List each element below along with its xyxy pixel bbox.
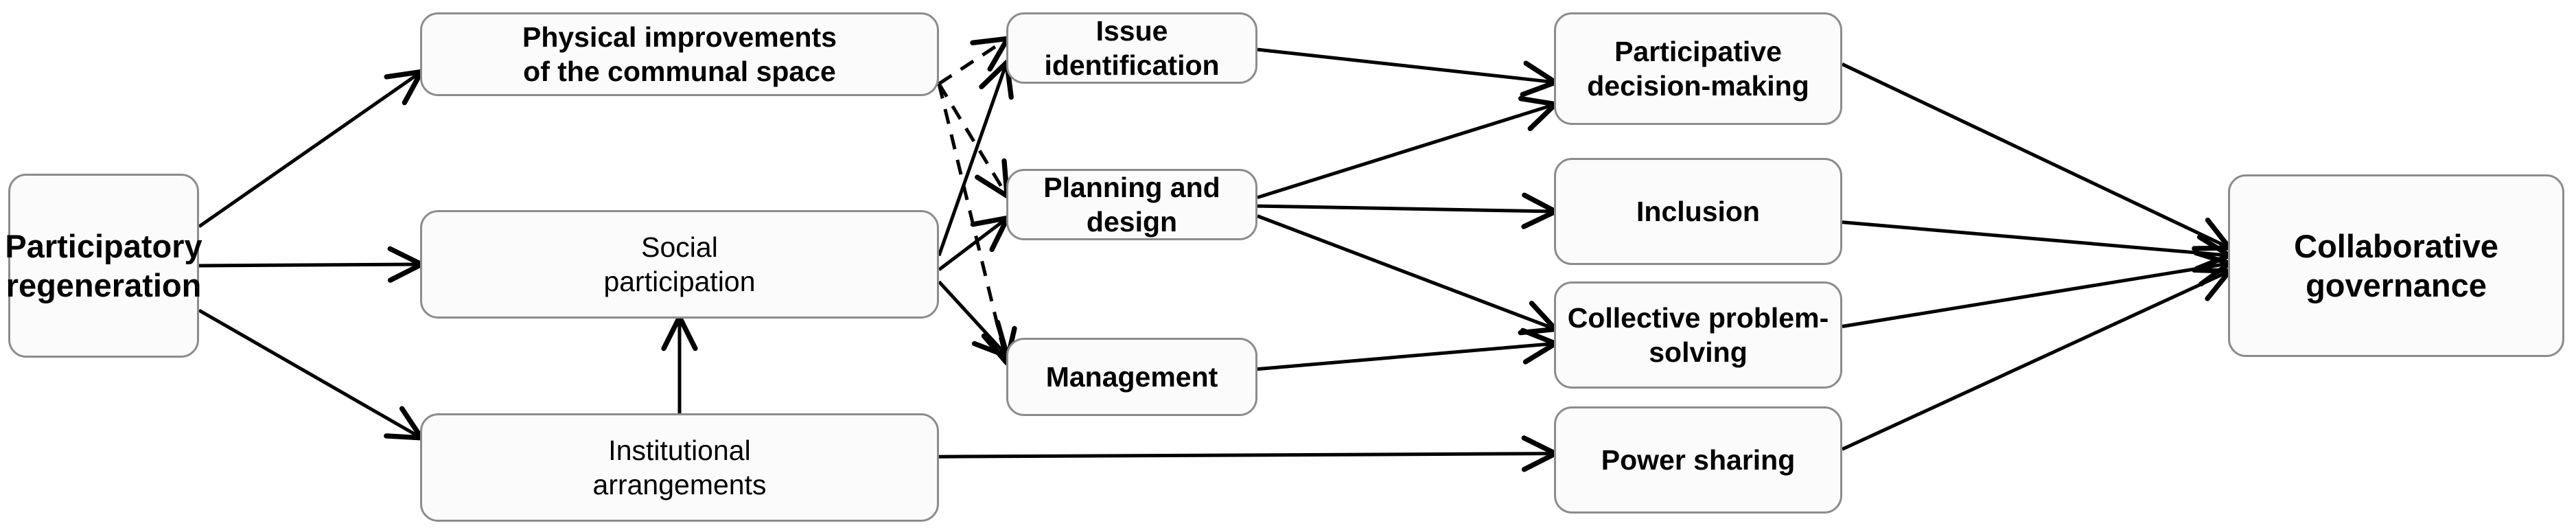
edge-issue-identification-to-participative-decision-making xyxy=(1257,47,1558,97)
edge-planning-and-design-to-inclusion xyxy=(1257,192,1558,229)
edge-social-participation-to-planning-and-design xyxy=(938,215,1010,271)
edge-management-to-collective-problem-solving xyxy=(1257,327,1558,371)
edge-power-sharing-to-collaborative-governance xyxy=(1841,267,2232,451)
edge-participatory-regeneration-to-physical-improvements xyxy=(198,69,424,229)
edge-participative-decision-making-to-collaborative-governance xyxy=(1841,62,2232,251)
edge-planning-and-design-to-collective-problem-solving xyxy=(1257,214,1558,336)
node-institutional-arrangements[interactable]: Institutional arrangements xyxy=(420,413,939,522)
node-label: Participatory regeneration xyxy=(5,227,202,303)
node-management[interactable]: Management xyxy=(1006,338,1257,416)
edge-participatory-regeneration-to-institutional-arrangements xyxy=(198,308,424,441)
edge-collective-problem-solving-to-collaborative-governance xyxy=(1842,250,2232,328)
edge-inclusion-to-collaborative-governance xyxy=(1842,220,2232,271)
node-label: Institutional arrangements xyxy=(592,434,767,500)
node-label: Participative decision-making xyxy=(1587,35,1809,102)
edge-participatory-regeneration-to-social-participation xyxy=(198,246,424,283)
node-issue-identification[interactable]: Issue identification xyxy=(1006,12,1257,84)
node-physical-improvements[interactable]: Physical improvements of the communal sp… xyxy=(420,12,939,96)
node-label: Management xyxy=(1045,360,1218,393)
edge-physical-improvements-to-management xyxy=(937,83,1017,366)
edge-physical-improvements-to-issue-identification xyxy=(938,36,1010,86)
node-label: Issue identification xyxy=(1044,14,1220,81)
edge-social-participation-to-issue-identification xyxy=(937,60,1014,257)
node-label: Physical improvements of the communal sp… xyxy=(522,21,837,87)
node-power-sharing[interactable]: Power sharing xyxy=(1554,406,1842,514)
node-label: Collective problem-solving xyxy=(1567,301,1829,368)
node-social-participation[interactable]: Social participation xyxy=(420,210,939,319)
node-collective-problem-solving[interactable]: Collective problem-solving xyxy=(1554,281,1842,389)
edge-institutional-arrangements-to-power-sharing xyxy=(938,435,1558,472)
node-participatory-regeneration[interactable]: Participatory regeneration xyxy=(5,174,202,358)
node-collaborative-governance[interactable]: Collaborative governance xyxy=(2228,174,2564,357)
edge-physical-improvements-to-planning-and-design xyxy=(937,82,1010,199)
node-participative-decision-making[interactable]: Participative decision-making xyxy=(1554,12,1842,125)
node-label: Planning and design xyxy=(1043,171,1220,238)
node-label: Power sharing xyxy=(1601,443,1796,476)
node-label: Collaborative governance xyxy=(2294,227,2498,303)
node-label: Social participation xyxy=(603,231,756,297)
node-inclusion[interactable]: Inclusion xyxy=(1554,158,1842,265)
edge-planning-and-design-to-participative-decision-making xyxy=(1257,95,1558,199)
node-planning-and-design[interactable]: Planning and design xyxy=(1006,169,1257,240)
node-label: Inclusion xyxy=(1636,195,1760,227)
edge-social-participation-to-management xyxy=(938,280,1010,359)
